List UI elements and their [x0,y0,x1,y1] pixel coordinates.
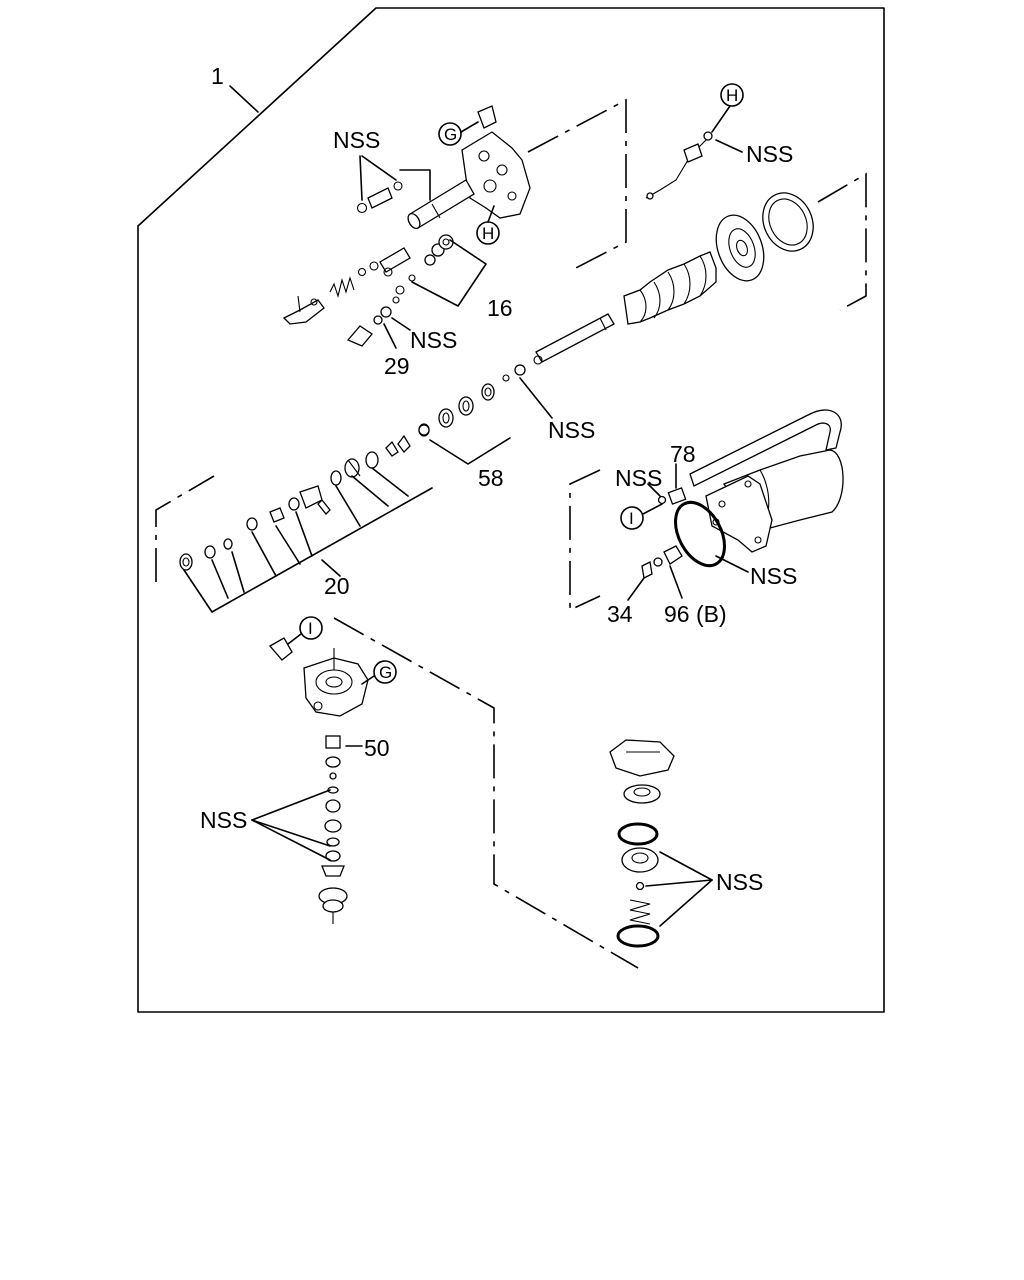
boot-bellows [623,251,717,325]
ref-g-top: G [444,125,457,144]
label-part-34: 34 [607,601,633,627]
lower-valve-group: I G 50 NSS [200,616,397,924]
relief-cap [609,739,675,777]
label-part-16: 16 [487,295,513,321]
label-nss-1: NSS [333,127,380,153]
seal-chain-group: 58 20 [155,383,511,613]
valve-housing [461,131,531,219]
lower-guide-line [333,617,639,969]
label-nss-6: NSS [615,465,662,491]
label-part-29: 29 [384,353,410,379]
plunger [282,299,325,325]
ref-i-right: I [629,509,634,528]
ref-i-lower: I [308,619,313,638]
rack-rod [535,313,615,363]
o-ring-lower [616,924,660,948]
label-assembly-1: 1 [211,63,224,89]
label-nss-8: NSS [716,869,763,895]
relief-valve-group: NSS [609,739,763,948]
ref-g-lower: G [379,663,392,682]
o-ring-mid [617,822,659,846]
spring [329,276,355,298]
label-nss-2: NSS [410,327,457,353]
ref-circle-g-top [438,122,462,146]
assembly-frame [137,7,885,1013]
valve-body-bracket [527,98,627,271]
label-part-96b: 96 (B) [664,601,727,627]
hose [689,409,842,487]
sensor-boot-group: H NSS [502,83,867,382]
label-part-20: 20 [324,573,350,599]
label-part-58: 58 [478,465,504,491]
ref-h-mid: H [482,224,494,243]
ref-h-right: H [726,86,738,105]
label-nss-4: NSS [548,417,595,443]
o-ring-large [674,500,726,568]
fitting-29 [346,325,373,347]
label-nss-7: NSS [200,807,247,833]
label-part-50: 50 [364,735,390,761]
ref-circle-i-lower [299,616,323,640]
seal-ring [762,192,814,252]
ref-circle-i-right [620,506,644,530]
ref-circle-h-right [720,83,744,107]
label-nss-5: NSS [750,563,797,589]
pump-motor-group: NSS 78 NSS I 34 96 (B) [569,409,844,627]
sensor-wire [645,137,709,199]
label-part-78: 78 [670,441,696,467]
valve-body-group [282,98,627,347]
assembly-leader [229,85,259,113]
ref-circle-g-lower [373,660,397,684]
label-nss-3: NSS [746,141,793,167]
